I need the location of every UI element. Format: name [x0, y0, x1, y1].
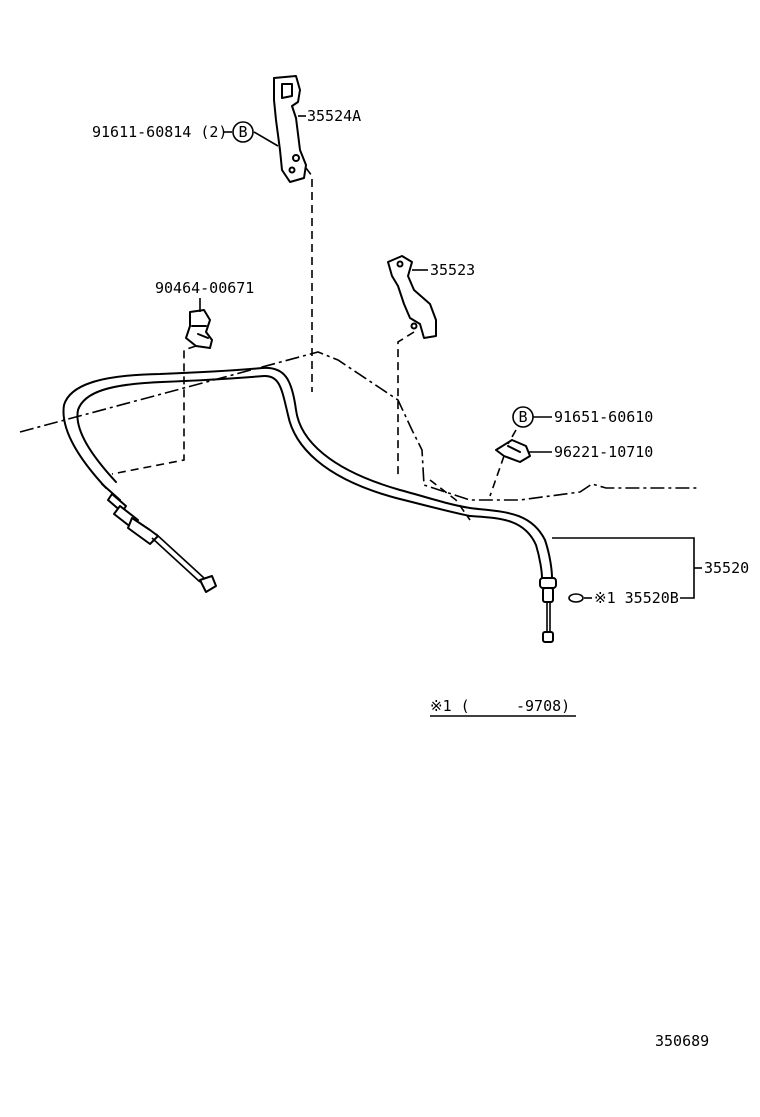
- clip-96221: [495, 439, 531, 463]
- cable-35520: [62, 366, 553, 579]
- guide-clip-lower: [429, 479, 471, 521]
- clamp-90464: [185, 309, 213, 349]
- label-90464-00671: 90464-00671: [155, 279, 254, 297]
- label-35520b: ※1 35520B: [594, 589, 679, 607]
- guide-35524a: [305, 167, 313, 392]
- callout-b1: B: [232, 121, 254, 143]
- label-91611-60814: 91611-60814 (2): [92, 123, 227, 141]
- svg-text:B: B: [518, 408, 527, 426]
- guide-35523: [397, 331, 415, 478]
- note-start: ※1 (: [430, 697, 470, 715]
- guide-clip: [507, 429, 517, 445]
- floor-outline: [19, 351, 700, 501]
- cable-end-right: [539, 577, 557, 643]
- label-96221-10710: 96221-10710: [554, 443, 653, 461]
- label-35524a: 35524A: [307, 107, 361, 125]
- label-35523: 35523: [430, 261, 475, 279]
- guide-90464: [111, 345, 197, 475]
- cable-end-left: [101, 483, 217, 593]
- ring-35520b: [568, 593, 584, 603]
- callout-b2: B: [512, 406, 534, 428]
- illustration-number: 350689: [655, 1032, 709, 1050]
- leader-b1: [253, 131, 279, 147]
- bracket-35524a: [273, 75, 307, 183]
- label-35520: 35520: [704, 559, 749, 577]
- bracket-35523: [387, 255, 437, 339]
- guide-clip-to-floor: [489, 455, 505, 497]
- svg-text:B: B: [238, 123, 247, 141]
- note-end: -9708): [516, 697, 570, 715]
- label-91651-60610: 91651-60610: [554, 408, 653, 426]
